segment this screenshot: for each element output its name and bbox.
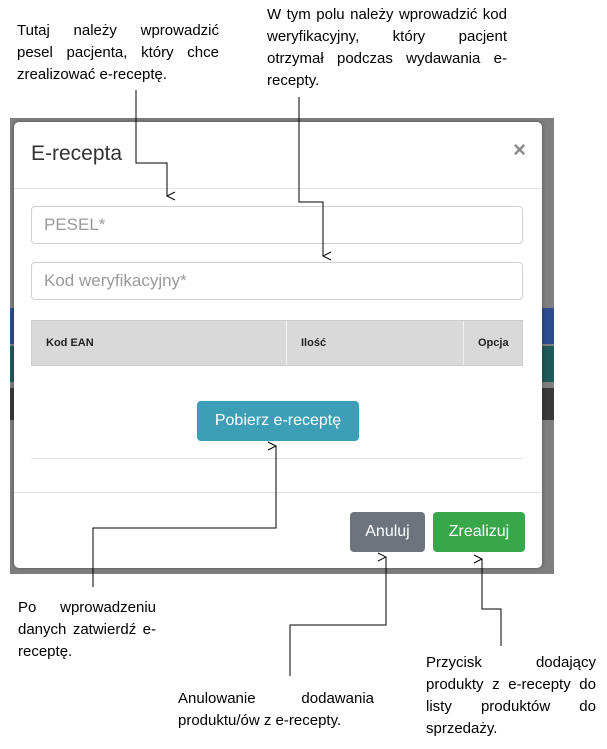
column-header-quantity: Ilość xyxy=(287,321,464,365)
confirm-annotation: Po wprowadzeniu danych zatwierdź e-recep… xyxy=(18,599,156,660)
modal-footer-divider xyxy=(14,492,542,493)
code-annotation: W tym polu należy wprowadzić kod weryfik… xyxy=(267,6,507,89)
products-table-header: Kod EAN Ilość Opcja xyxy=(31,320,523,366)
cancel-arrow xyxy=(289,557,386,676)
cancel-annotation: Anulowanie dodawania produktu/ów z e-rec… xyxy=(178,690,374,729)
code-arrow xyxy=(298,97,323,256)
column-header-ean: Kod EAN xyxy=(32,321,287,365)
e-recepta-modal: E-recepta × Kod EAN Ilość Opcja Pobierz … xyxy=(14,122,542,568)
pesel-annotation: Tutaj należy wprowadzić pesel pacjenta, … xyxy=(17,22,219,83)
modal-title: E-recepta xyxy=(31,142,123,165)
realize-annotation: Przycisk dodający produkty z e-recepty d… xyxy=(426,654,596,737)
fetch-prescription-button[interactable]: Pobierz e-receptę xyxy=(197,401,359,441)
divider xyxy=(31,458,523,459)
fetch-arrow xyxy=(92,446,276,587)
modal-header: E-recepta × xyxy=(14,122,542,189)
verification-code-input[interactable] xyxy=(31,262,523,300)
realize-arrow xyxy=(482,559,502,646)
pesel-input[interactable] xyxy=(31,206,523,244)
cancel-button[interactable]: Anuluj xyxy=(350,512,425,552)
pesel-arrow xyxy=(135,90,167,196)
realize-button[interactable]: Zrealizuj xyxy=(433,512,525,552)
close-icon[interactable]: × xyxy=(513,137,526,162)
column-header-option: Opcja xyxy=(478,337,509,349)
